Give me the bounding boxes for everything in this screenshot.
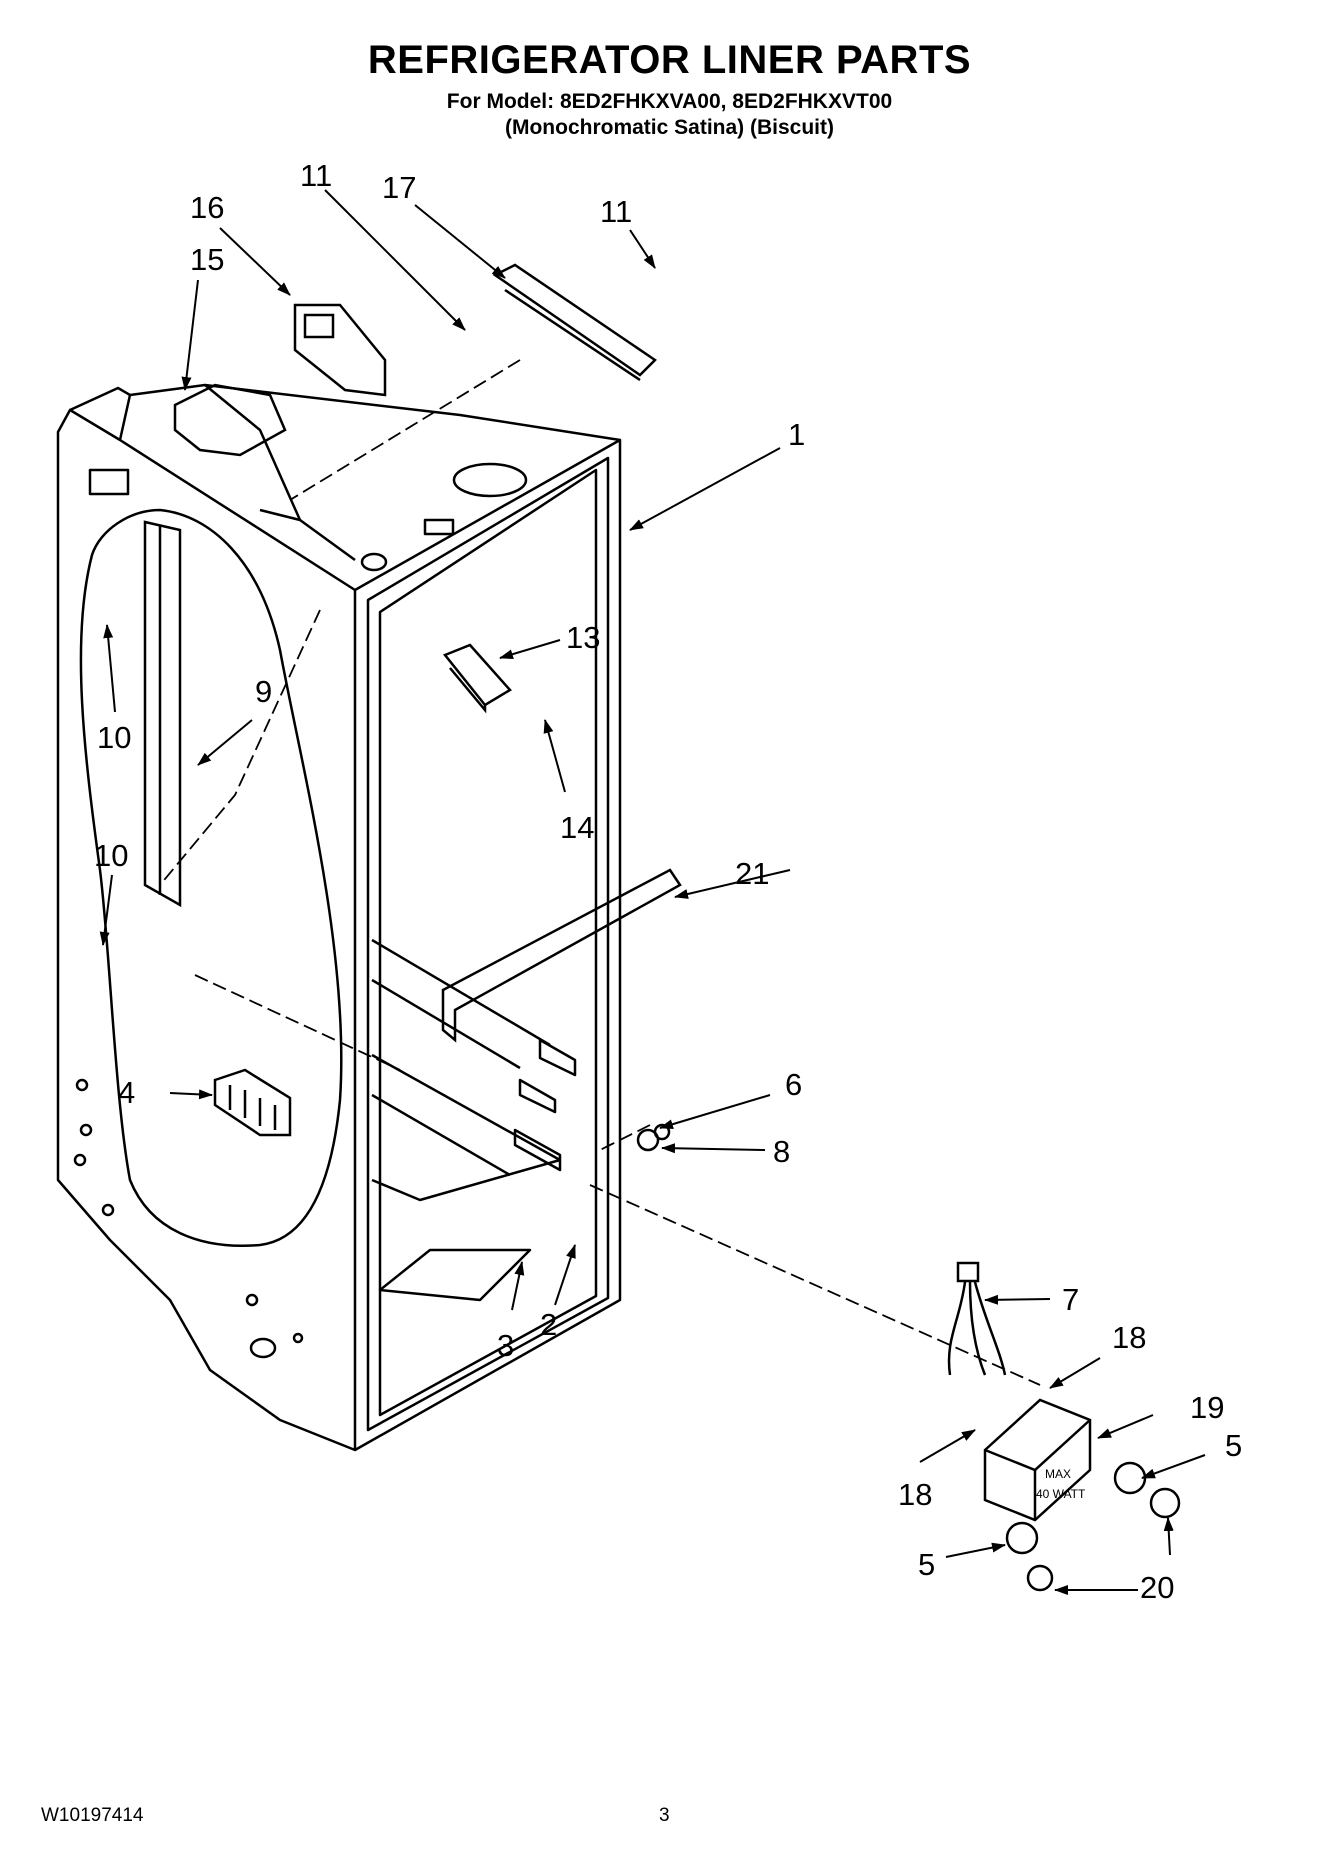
callout-18b: 18 bbox=[898, 1477, 932, 1512]
control-housing bbox=[173, 383, 287, 457]
callout-17: 17 bbox=[382, 170, 416, 205]
model-line: For Model: 8ED2FHKXVA00, 8ED2FHKXVT00 bbox=[446, 90, 893, 113]
callout-15: 15 bbox=[190, 242, 224, 277]
callout-14: 14 bbox=[560, 810, 594, 845]
callout-11a: 11 bbox=[300, 158, 332, 193]
callout-10a: 10 bbox=[97, 720, 131, 755]
shelf-rail bbox=[143, 520, 182, 908]
lamp-housing-marking-max: MAX bbox=[1045, 1467, 1071, 1481]
refrigerator-liner bbox=[56, 383, 622, 1452]
callout-3: 3 bbox=[497, 1328, 514, 1363]
assembly-lines bbox=[159, 359, 1041, 1386]
callout-4: 4 bbox=[118, 1075, 135, 1110]
lamp-housing-marking-watt: 40 WATT bbox=[1036, 1487, 1086, 1501]
callout-5a: 5 bbox=[1225, 1428, 1242, 1463]
page-title: REFRIGERATOR LINER PARTS bbox=[367, 38, 972, 82]
callout-8: 8 bbox=[773, 1134, 790, 1169]
lamp-housing bbox=[983, 1398, 1092, 1522]
callout-21: 21 bbox=[735, 856, 769, 891]
callout-13: 13 bbox=[566, 620, 600, 655]
callout-11b: 11 bbox=[600, 194, 632, 229]
control-cover bbox=[293, 303, 387, 397]
callout-16: 16 bbox=[190, 190, 224, 225]
lamp-sockets-and-bulbs bbox=[636, 1123, 1181, 1592]
callout-10b: 10 bbox=[94, 838, 128, 873]
mounting-bracket bbox=[442, 643, 512, 714]
document-number: W10197414 bbox=[41, 1805, 144, 1826]
crossbar-bracket bbox=[441, 868, 682, 1043]
wire-harness bbox=[947, 1261, 1007, 1376]
color-line: (Monochromatic Satina) (Biscuit) bbox=[504, 116, 835, 139]
callout-9: 9 bbox=[255, 674, 272, 709]
callout-numbers: 1 2 3 4 5 5 6 7 8 9 10 10 11 11 13 14 15… bbox=[94, 158, 1242, 1605]
callout-19: 19 bbox=[1190, 1390, 1224, 1425]
callout-1: 1 bbox=[788, 417, 805, 452]
callout-2: 2 bbox=[540, 1307, 557, 1342]
callout-5b: 5 bbox=[918, 1547, 935, 1582]
vent-grille bbox=[213, 1068, 292, 1137]
callout-18a: 18 bbox=[1112, 1320, 1146, 1355]
top-trim-bracket bbox=[492, 263, 657, 382]
callout-leaders bbox=[99, 189, 1206, 1595]
callout-20: 20 bbox=[1140, 1570, 1174, 1605]
callout-6: 6 bbox=[785, 1067, 802, 1102]
page-number: 3 bbox=[659, 1805, 670, 1826]
callout-7: 7 bbox=[1062, 1282, 1079, 1317]
